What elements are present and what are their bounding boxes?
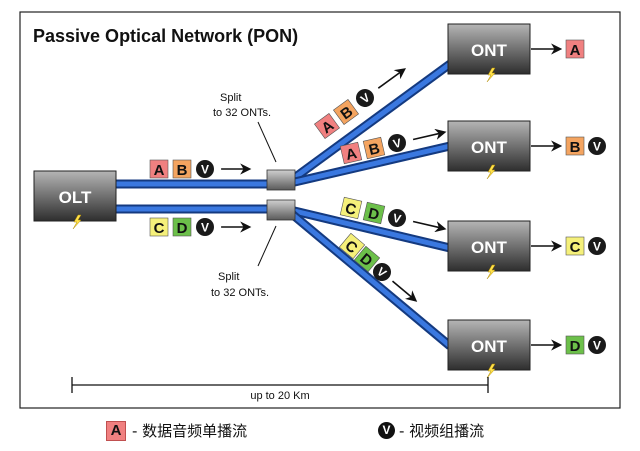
distance-ruler: up to 20 Km <box>71 377 489 402</box>
svg-text:D: D <box>366 205 381 224</box>
badge-v: V <box>588 137 606 155</box>
svg-text:D: D <box>177 220 188 237</box>
split-top-line-1: Split <box>220 92 241 104</box>
badge-v: V <box>588 336 606 354</box>
badge-v: V <box>373 263 391 281</box>
split-bottom-pointer <box>257 225 277 267</box>
flow-arrow <box>377 68 407 89</box>
split-top-pointer <box>257 121 277 163</box>
svg-text:V: V <box>391 211 402 226</box>
svg-text:D: D <box>570 338 581 355</box>
distance-label: up to 20 Km <box>250 390 309 402</box>
split-top-line-2: to 32 ONTs. <box>213 107 271 119</box>
svg-text:B: B <box>177 162 188 179</box>
svg-text:V: V <box>593 339 601 353</box>
svg-text:V: V <box>201 221 209 235</box>
svg-text:V: V <box>593 140 601 154</box>
badge-a: A <box>339 141 363 165</box>
olt-box: OLT <box>33 170 117 230</box>
legend-item-unicast: A - 数据音频单播流 <box>106 420 247 441</box>
split-bottom-line-2: to 32 ONTs. <box>211 287 269 299</box>
badge-v: V <box>388 134 406 152</box>
legend: A - 数据音频单播流 V - 视频组播流 <box>0 418 640 448</box>
svg-text:C: C <box>154 220 165 237</box>
ont-box-1: ONT <box>447 23 531 83</box>
badge-v: V <box>588 237 606 255</box>
ont-label: ONT <box>471 41 508 60</box>
svg-text:B: B <box>570 139 581 156</box>
badge-a: A <box>149 159 169 179</box>
split-bottom-line-1: Split <box>218 271 239 283</box>
ont-box-3: ONT <box>447 220 531 280</box>
flow-arrow <box>412 220 447 233</box>
lightning-icon <box>72 214 82 230</box>
badge-c: C <box>338 232 366 260</box>
badge-b: B <box>362 136 386 160</box>
splitter-bottom <box>266 199 296 221</box>
diagram-title: Passive Optical Network (PON) <box>33 26 298 46</box>
fiber-to-ont-2 <box>284 141 452 189</box>
svg-text:V: V <box>593 240 601 254</box>
badge-a: A <box>565 39 585 59</box>
badge-d: D <box>362 201 386 225</box>
svg-text:A: A <box>344 145 359 164</box>
olt-label: OLT <box>59 188 92 207</box>
ont-label: ONT <box>471 238 508 257</box>
legend-item-multicast: V - 视频组播流 <box>378 420 484 441</box>
badge-d: D <box>172 217 192 237</box>
badge-c: C <box>149 217 169 237</box>
badge-c: C <box>565 236 585 256</box>
svg-text:C: C <box>343 200 358 219</box>
legend-v-badge: V <box>378 422 395 439</box>
ont-box-2: ONT <box>447 120 531 180</box>
badge-b: B <box>333 99 359 125</box>
badge-v: V <box>356 89 374 107</box>
legend-a-badge: A <box>106 420 126 441</box>
badge-b: B <box>172 159 192 179</box>
svg-text:C: C <box>570 239 581 256</box>
ont-label: ONT <box>471 138 508 157</box>
fiber-to-ont-3 <box>284 204 452 253</box>
svg-text:B: B <box>367 140 382 159</box>
ont-label: ONT <box>471 337 508 356</box>
badge-d: D <box>565 335 585 355</box>
flow-arrow <box>412 128 447 141</box>
lightning-icon <box>486 363 496 379</box>
badge-v: V <box>196 160 214 178</box>
badge-d: D <box>353 245 381 273</box>
badge-v: V <box>388 209 406 227</box>
badge-c: C <box>339 196 363 220</box>
badge-v: V <box>196 218 214 236</box>
fiber-to-ont-1 <box>283 60 453 188</box>
ont-box-4: ONT <box>447 319 531 379</box>
lightning-icon <box>486 67 496 83</box>
svg-text:V: V <box>201 163 209 177</box>
legend-a-text: - 数据音频单播流 <box>132 422 248 440</box>
badge-b: B <box>565 136 585 156</box>
svg-text:A: A <box>570 42 581 59</box>
badge-a: A <box>314 113 340 139</box>
svg-text:A: A <box>154 162 165 179</box>
lightning-icon <box>486 164 496 180</box>
fiber-to-ont-4 <box>283 205 453 350</box>
splitter-top <box>266 169 296 191</box>
legend-v-text: - 视频组播流 <box>399 422 485 440</box>
flow-arrow <box>391 280 418 302</box>
pon-diagram: Passive Optical Network (PON) <box>19 11 621 409</box>
lightning-icon <box>486 264 496 280</box>
svg-text:V: V <box>392 136 403 151</box>
